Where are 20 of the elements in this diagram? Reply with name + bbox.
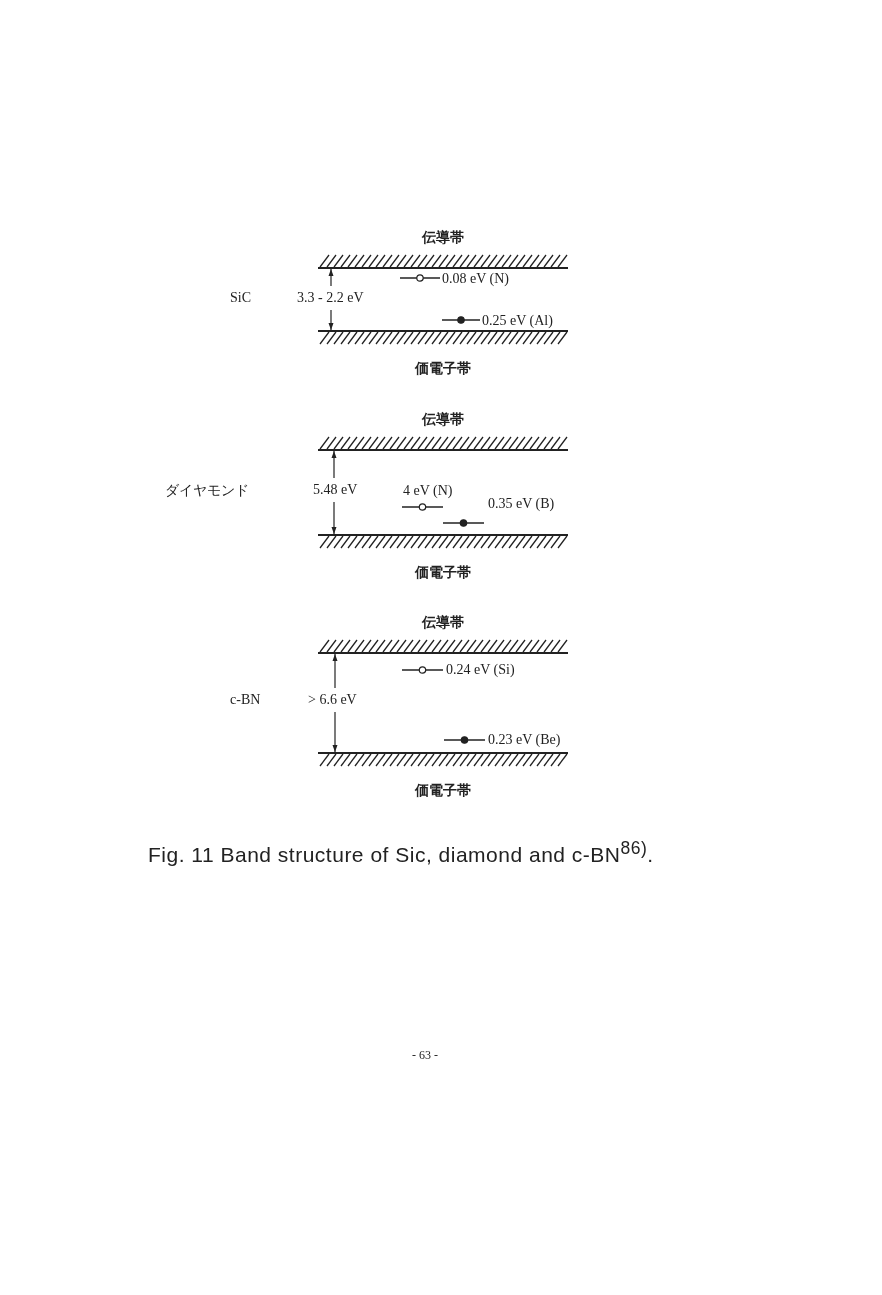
material-label: SiC [230, 289, 251, 307]
band-gap-label: > 6.6 eV [308, 691, 357, 709]
material-label: ダイヤモンド [165, 481, 249, 499]
material-label: c-BN [230, 691, 261, 709]
energy-level-label: 4 eV (N) [403, 482, 453, 500]
energy-level-label: 0.24 eV (Si) [446, 661, 515, 679]
energy-level-label: 0.35 eV (B) [488, 495, 555, 513]
band-label: 価電子帯 [414, 781, 472, 800]
band-label: 伝導帯 [421, 613, 465, 632]
figure-caption: Fig. 11 Band structure of Sic, diamond and c-BN$^{86)}$. [148, 838, 654, 867]
band-label: 伝導帯 [421, 410, 465, 429]
band-gap-label: 3.3 - 2.2 eV [297, 289, 364, 307]
energy-level-label: 0.23 eV (Be) [488, 731, 561, 749]
band-label: 伝導帯 [421, 228, 465, 247]
band-label: 価電子帯 [414, 563, 472, 582]
band-label: 価電子帯 [414, 359, 472, 378]
energy-level-label: 0.08 eV (N) [442, 270, 509, 288]
page-number: - 63 - [412, 1047, 438, 1064]
energy-level-label: 0.25 eV (Al) [482, 312, 553, 330]
band-gap-label: 5.48 eV [313, 481, 358, 499]
